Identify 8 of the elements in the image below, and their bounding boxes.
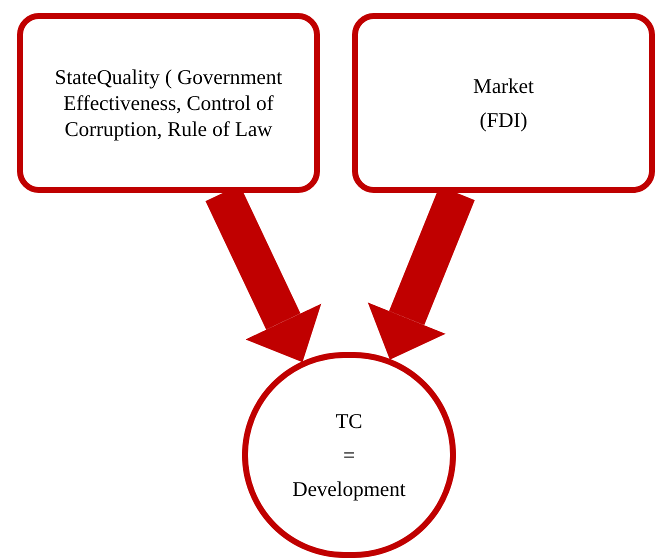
rounded-box	[17, 13, 320, 193]
node-text: StateQuality ( Government Effectiveness, Control of Corruption, Rule of Law	[54, 64, 284, 142]
node-text: (FDI)	[480, 107, 528, 133]
node-text: =	[343, 442, 355, 468]
node-text: Market	[473, 73, 534, 99]
rounded-box	[352, 13, 655, 193]
node-text: Development	[292, 476, 406, 502]
node-text: TC	[336, 408, 362, 434]
